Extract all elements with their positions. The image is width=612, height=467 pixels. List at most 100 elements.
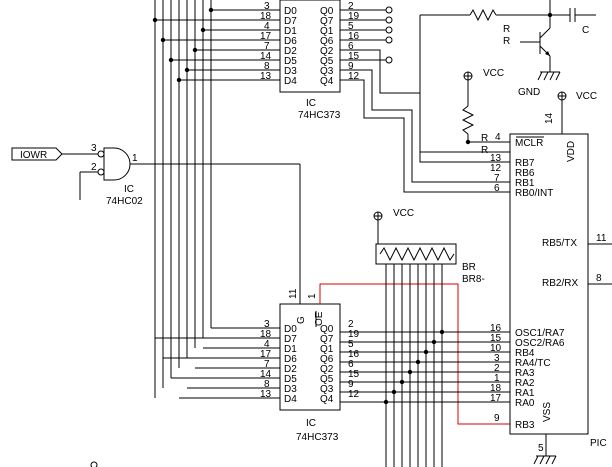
svg-text:D4: D4: [284, 76, 297, 87]
top-latch-d-pin-labels: D0 D7 D1 D6 D2 D5 D3 D4: [284, 6, 297, 87]
gnd-symbol: [537, 71, 561, 81]
svg-text:2: 2: [348, 1, 354, 12]
svg-text:R: R: [481, 145, 488, 156]
svg-text:VCC: VCC: [576, 91, 597, 102]
svg-text:D3: D3: [284, 384, 297, 395]
svg-text:VDD: VDD: [566, 141, 577, 162]
svg-text:D1: D1: [284, 344, 297, 355]
svg-text:RB7: RB7: [515, 158, 535, 169]
svg-text:RB2/RX: RB2/RX: [542, 278, 578, 289]
nand-name: IC: [124, 184, 134, 195]
transistor-section: GND R R C: [419, 0, 596, 153]
svg-text:16: 16: [348, 31, 360, 42]
top-latch-name: IC: [306, 98, 316, 109]
top-latch-ic: D0 D7 D1 D6 D2 D5 D3 D4 Q0 Q7 Q1 Q6 Q2 Q…: [260, 0, 360, 121]
nand-part: 74HC02: [106, 196, 143, 207]
pic-mclr-label: MCLR: [515, 138, 543, 149]
svg-text:14: 14: [260, 51, 272, 62]
svg-text:13: 13: [490, 153, 502, 164]
svg-text:RB0/INT: RB0/INT: [515, 188, 553, 199]
svg-text:D2: D2: [284, 46, 297, 57]
svg-text:Q0: Q0: [320, 324, 334, 335]
svg-text:17: 17: [490, 393, 502, 404]
top-latch-d-wires: [152, 7, 280, 83]
svg-text:17: 17: [260, 31, 272, 42]
svg-text:Q4: Q4: [320, 76, 334, 87]
svg-text:Q6: Q6: [320, 36, 334, 47]
svg-text:D2: D2: [284, 364, 297, 375]
bus-terminal: [90, 461, 98, 467]
svg-text:Q7: Q7: [320, 16, 334, 27]
top-latch-q-pin-labels: Q0 Q7 Q1 Q6 Q2 Q5 Q3 Q4: [320, 6, 334, 87]
svg-text:7: 7: [494, 173, 500, 184]
svg-text:D6: D6: [284, 36, 297, 47]
top-latch-q-wires: [340, 6, 510, 193]
bottom-latch-name: IC: [306, 418, 316, 429]
svg-text:19: 19: [348, 329, 360, 340]
svg-text:15: 15: [490, 333, 502, 344]
svg-text:4: 4: [495, 132, 501, 143]
svg-text:OSC1/RA7: OSC1/RA7: [515, 328, 565, 339]
svg-text:RA0: RA0: [515, 398, 535, 409]
svg-text:1: 1: [307, 293, 318, 299]
svg-text:D7: D7: [284, 334, 297, 345]
svg-text:BR8-: BR8-: [462, 274, 485, 285]
svg-text:Q1: Q1: [320, 344, 334, 355]
svg-text:Q0: Q0: [320, 6, 334, 17]
svg-text:12: 12: [348, 389, 360, 400]
bottom-latch-d-wires: [155, 327, 280, 399]
svg-text:7: 7: [264, 359, 270, 370]
svg-text:VSS: VSS: [542, 402, 553, 422]
svg-text:5: 5: [348, 339, 354, 350]
svg-text:13: 13: [260, 71, 272, 82]
svg-text:11: 11: [596, 233, 607, 244]
svg-text:18: 18: [260, 11, 272, 22]
svg-text:RA1: RA1: [515, 388, 535, 399]
pic-left-pins: RB7 13 RB6 12 RB1 7 RB0/INT 6 OSC1/RA7 1…: [490, 153, 565, 431]
svg-text:2: 2: [494, 363, 500, 374]
svg-text:6: 6: [494, 183, 500, 194]
pic-chip: MCLR 4 VDD 14 VCC RB7 13 RB6 12 RB1 7 RB…: [490, 91, 612, 465]
svg-text:16: 16: [348, 349, 360, 360]
svg-text:G: G: [296, 316, 307, 324]
svg-text:17: 17: [260, 349, 272, 360]
svg-text:RB6: RB6: [515, 168, 535, 179]
svg-text:10: 10: [490, 343, 502, 354]
svg-text:BR: BR: [462, 262, 476, 273]
svg-text:16: 16: [490, 323, 502, 334]
svg-text:7: 7: [264, 41, 270, 52]
svg-text:Q5: Q5: [320, 56, 334, 67]
svg-text:Q7: Q7: [320, 334, 334, 345]
nand-gate: IOWR 3 2 1 IC 74HC02: [11, 143, 301, 304]
pic-name: PIC: [590, 438, 607, 449]
pic-gnd-symbol: [533, 455, 557, 465]
svg-text:RA3: RA3: [515, 368, 535, 379]
svg-text:8: 8: [264, 379, 270, 390]
svg-text:6: 6: [348, 41, 354, 52]
svg-text:14: 14: [260, 369, 272, 380]
svg-text:Q6: Q6: [320, 354, 334, 365]
svg-text:RB1: RB1: [515, 178, 535, 189]
svg-text:4: 4: [264, 21, 270, 32]
svg-text:RA4/TC: RA4/TC: [515, 358, 551, 369]
svg-text:Q2: Q2: [320, 364, 334, 375]
svg-text:8: 8: [264, 61, 270, 72]
svg-text:3: 3: [264, 319, 270, 330]
svg-text:D7: D7: [284, 16, 297, 27]
resistor-array: VCC BR BR8-: [373, 208, 485, 467]
resistor-r-mclr: [461, 105, 475, 135]
svg-text:D4: D4: [284, 394, 297, 405]
top-latch-d-pin-numbers: 3 18 4 17 7 14 8 13: [260, 1, 272, 82]
bottom-latch-part: 74HC373: [296, 432, 339, 443]
svg-text:D0: D0: [284, 6, 297, 17]
bottom-latch-q-wires: [340, 329, 510, 405]
svg-text:Q5: Q5: [320, 374, 334, 385]
mclr-pullup: VCC R R: [461, 68, 510, 156]
bottom-latch-q-pin-labels: Q0 Q7 Q1 Q6 Q2 Q5 Q3 Q4: [320, 324, 334, 405]
svg-text:19: 19: [348, 11, 360, 22]
svg-text:D5: D5: [284, 56, 297, 67]
svg-text:RA2: RA2: [515, 378, 535, 389]
top-latch-part: 74HC373: [298, 110, 341, 121]
svg-text:D1: D1: [284, 26, 297, 37]
